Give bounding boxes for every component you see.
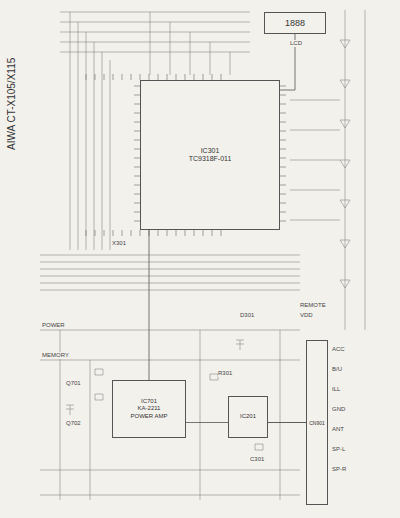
- ic-pin: [86, 230, 87, 236]
- ic-pin: [280, 158, 286, 159]
- ic-pin: [167, 230, 168, 236]
- signal-label: D301: [240, 312, 254, 319]
- connector-block: CN901: [306, 340, 328, 505]
- signal-label: X301: [112, 240, 126, 247]
- chip-label: KA-2211: [138, 405, 161, 412]
- ic-pin: [280, 221, 286, 222]
- ic-pin: [280, 95, 286, 96]
- lcd-display: 1888: [264, 12, 326, 34]
- ic-pin: [280, 104, 286, 105]
- chip-label: TC9318F-011: [189, 155, 232, 163]
- ic-pin: [158, 230, 159, 236]
- diagram-title: AIWA CT-X105/X115: [6, 58, 17, 150]
- ic-pin: [176, 230, 177, 236]
- wire-connector: [149, 230, 150, 380]
- signal-label: SP-L: [332, 446, 345, 453]
- ic-pin: [280, 185, 286, 186]
- signal-label: C301: [250, 456, 264, 463]
- signal-label: Q701: [66, 380, 81, 387]
- signal-label: Q702: [66, 420, 81, 427]
- signal-label: ILL: [332, 386, 340, 393]
- ic-pin: [95, 74, 96, 80]
- ic-pin: [280, 212, 286, 213]
- ic-pin: [203, 230, 204, 236]
- signal-label: B/U: [332, 366, 342, 373]
- ic-pin: [140, 230, 141, 236]
- signal-label: LCD: [290, 40, 302, 47]
- ic-pin: [221, 230, 222, 236]
- chip-label: POWER AMP: [130, 413, 167, 420]
- ic-pin: [280, 86, 286, 87]
- ic-pin: [131, 74, 132, 80]
- signal-label: ANT: [332, 426, 344, 433]
- ic-pin: [113, 74, 114, 80]
- signal-label: ACC: [332, 346, 345, 353]
- ic-pin: [113, 230, 114, 236]
- ic-chip: IC701KA-2211POWER AMP: [112, 380, 186, 438]
- wire-connector: [268, 422, 306, 423]
- ic-pin: [280, 131, 286, 132]
- chip-label: 1888: [285, 18, 305, 29]
- ic-pin: [104, 74, 105, 80]
- signal-label: R301: [218, 370, 232, 377]
- signal-label: POWER: [42, 322, 65, 329]
- ic-pin: [212, 230, 213, 236]
- signal-label: MEMORY: [42, 352, 69, 359]
- ic-pin: [280, 176, 286, 177]
- ic-pin: [280, 203, 286, 204]
- signal-label: REMOTE: [300, 302, 326, 309]
- ic-chip: IC301TC9318F-011: [140, 80, 280, 230]
- ic-pin: [185, 230, 186, 236]
- chip-label: CN901: [309, 420, 325, 426]
- chip-label: IC201: [240, 413, 256, 420]
- ic-pin: [280, 140, 286, 141]
- ic-pin: [131, 230, 132, 236]
- ic-pin: [280, 113, 286, 114]
- ic-pin: [122, 230, 123, 236]
- ic-pin: [194, 230, 195, 236]
- ic-pin: [280, 167, 286, 168]
- ic-pin: [280, 149, 286, 150]
- ic-pin: [104, 230, 105, 236]
- ic-pin: [86, 74, 87, 80]
- ic-pin: [280, 194, 286, 195]
- signal-label: GND: [332, 406, 345, 413]
- chip-label: IC301: [201, 147, 220, 155]
- signal-label: VDD: [300, 312, 313, 319]
- ic-pin: [95, 230, 96, 236]
- signal-label: SP-R: [332, 466, 346, 473]
- ic-chip: IC201: [228, 396, 268, 438]
- chip-label: IC701: [141, 398, 157, 405]
- ic-pin: [122, 74, 123, 80]
- ic-pin: [280, 122, 286, 123]
